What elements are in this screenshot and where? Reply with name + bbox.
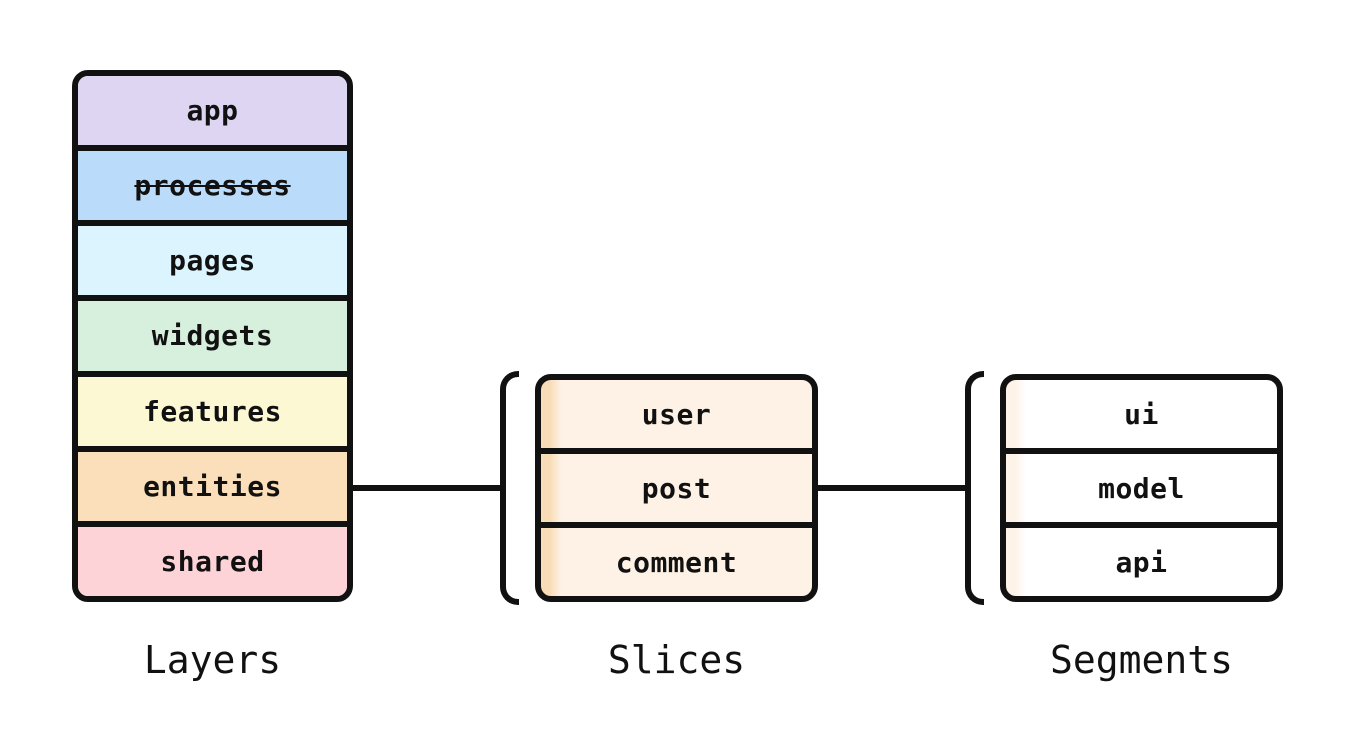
- layers-stack: app processes pages widgets features ent…: [72, 70, 353, 602]
- layer-row-pages: pages: [78, 220, 347, 296]
- layer-row-features: features: [78, 370, 347, 446]
- segment-row-api: api: [1006, 522, 1277, 596]
- layer-row-entities: entities: [78, 445, 347, 521]
- slice-row-user: user: [541, 380, 812, 448]
- slice-label-comment: comment: [615, 545, 738, 579]
- layer-label-processes: processes: [134, 169, 291, 203]
- layer-row-shared: shared: [78, 520, 347, 596]
- layer-label-entities: entities: [143, 469, 282, 503]
- segment-label-ui: ui: [1124, 397, 1159, 431]
- segment-row-ui: ui: [1006, 380, 1277, 448]
- slices-caption: Slices: [607, 638, 746, 682]
- connector-layers-to-slices: [350, 485, 503, 491]
- connector-slices-to-segments: [816, 485, 968, 491]
- slices-stack: user post comment: [535, 374, 818, 602]
- layer-label-shared: shared: [160, 544, 265, 578]
- layer-label-features: features: [143, 394, 282, 428]
- slice-row-post: post: [541, 448, 812, 522]
- layer-label-app: app: [186, 94, 239, 128]
- slice-row-comment: comment: [541, 522, 812, 596]
- segment-label-model: model: [1098, 471, 1185, 505]
- layer-label-pages: pages: [169, 244, 256, 278]
- layer-row-processes: processes: [78, 145, 347, 221]
- segment-label-api: api: [1115, 545, 1168, 579]
- layer-label-widgets: widgets: [151, 319, 274, 353]
- segments-bracket: [965, 371, 984, 605]
- layer-row-widgets: widgets: [78, 295, 347, 371]
- segments-stack: ui model api: [1000, 374, 1283, 602]
- layer-row-app: app: [78, 76, 347, 146]
- segment-row-model: model: [1006, 448, 1277, 522]
- layers-caption: Layers: [143, 638, 282, 682]
- slice-label-post: post: [641, 471, 712, 505]
- slice-label-user: user: [641, 397, 712, 431]
- slices-bracket: [500, 371, 519, 605]
- segments-caption: Segments: [1049, 638, 1234, 682]
